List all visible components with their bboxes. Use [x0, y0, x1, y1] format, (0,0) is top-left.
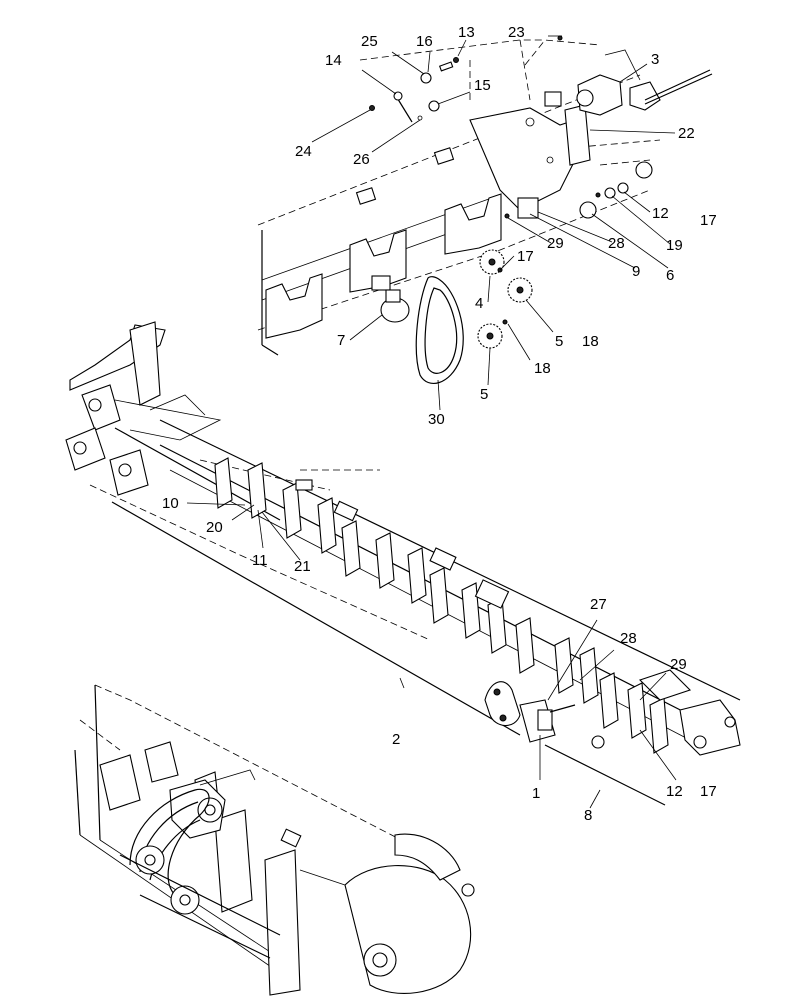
callout-27: 27: [590, 596, 607, 613]
callout-14: 14: [325, 52, 342, 69]
saddle-bracket-row-top: [265, 147, 502, 339]
callout-22: 22: [678, 125, 695, 142]
sprocket-5-upper: [507, 277, 533, 303]
callout-21: 21: [294, 558, 311, 575]
shaft-2: [111, 501, 521, 736]
callout-23: 23: [508, 24, 525, 41]
callout-17-top: 17: [700, 212, 717, 229]
callout-17-boom: 17: [700, 783, 717, 800]
closeup-view: [74, 684, 475, 996]
main-boom-assembly: [65, 321, 741, 809]
callout-3: 3: [651, 51, 660, 68]
leader-lines-boom: [186, 502, 677, 809]
top-assembly: [257, 35, 713, 411]
callout-18-lower: 18: [534, 360, 551, 377]
sprocket-4: [479, 249, 505, 275]
callout-29-boom: 29: [670, 656, 687, 673]
leader-lines-top: [311, 35, 676, 411]
callout-24: 24: [295, 143, 312, 160]
callout-4: 4: [475, 295, 484, 312]
bearing-stack: [579, 161, 653, 219]
hydraulic-motor-3: [576, 49, 713, 116]
callout-13: 13: [458, 24, 475, 41]
callout-28-top: 28: [608, 235, 625, 252]
callout-12-top: 12: [652, 205, 669, 222]
callout-6: 6: [666, 267, 675, 284]
callout-29-top: 29: [547, 235, 564, 252]
gearbox-mount: [469, 91, 591, 219]
callout-1: 1: [532, 785, 541, 802]
callout-5-lower: 5: [480, 386, 489, 403]
callout-26: 26: [353, 151, 370, 168]
callout-11: 11: [252, 552, 268, 569]
small-hardware: [369, 35, 563, 123]
belt-30: [415, 276, 464, 384]
callout-12-boom: 12: [666, 783, 683, 800]
callout-25: 25: [361, 33, 378, 50]
callout-8: 8: [584, 807, 593, 824]
callout-16: 16: [416, 33, 433, 50]
drive-linkage-1: [484, 681, 605, 749]
callout-7: 7: [337, 332, 346, 349]
callout-15: 15: [474, 77, 491, 94]
shaft-8: [544, 744, 666, 806]
callout-10: 10: [162, 495, 179, 512]
callout-20: 20: [206, 519, 223, 536]
callout-19: 19: [666, 237, 683, 254]
callout-18-upper: 18: [582, 333, 599, 350]
idler-7: [380, 289, 410, 323]
callout-30: 30: [428, 411, 445, 428]
callout-9: 9: [632, 263, 641, 280]
boom-saddles: [214, 457, 669, 754]
sprocket-5-lower: [477, 323, 503, 349]
callout-2: 2: [392, 731, 401, 748]
callout-5-upper: 5: [555, 333, 564, 350]
callout-17-mid: 17: [517, 248, 534, 265]
callout-28-boom: 28: [620, 630, 637, 647]
